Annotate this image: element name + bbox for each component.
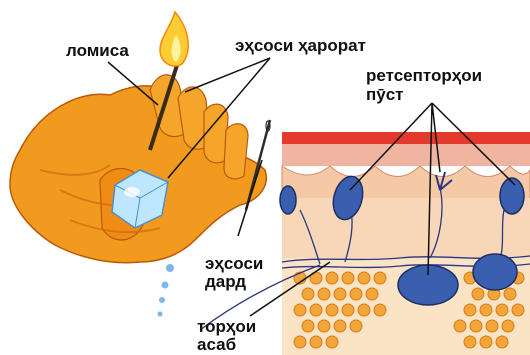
receptor (500, 178, 524, 214)
dermis (282, 198, 530, 258)
label-skin-receptors-1: ретсепторҳои (366, 67, 482, 85)
label-nerve-fibers-1: торҳои (197, 318, 256, 336)
label-nerve-fibers-2: асаб (197, 336, 236, 354)
label-touch: ломиса (66, 42, 129, 60)
receptor (280, 186, 296, 214)
label-pain-sense-2: дард (205, 273, 246, 291)
label-skin-receptors-2: пӯст (366, 86, 404, 104)
skin-top-layer (282, 132, 530, 144)
label-pain-sense-1: эҳсоси (205, 255, 263, 273)
water-drop (162, 282, 169, 289)
water-drop (166, 264, 174, 272)
water-drop (159, 297, 165, 303)
finger-4 (224, 124, 248, 179)
epidermis (282, 166, 530, 200)
label-heat-sense: эҳсоси ҳарорат (235, 37, 366, 55)
water-drop (158, 312, 163, 317)
receptor (473, 254, 517, 290)
